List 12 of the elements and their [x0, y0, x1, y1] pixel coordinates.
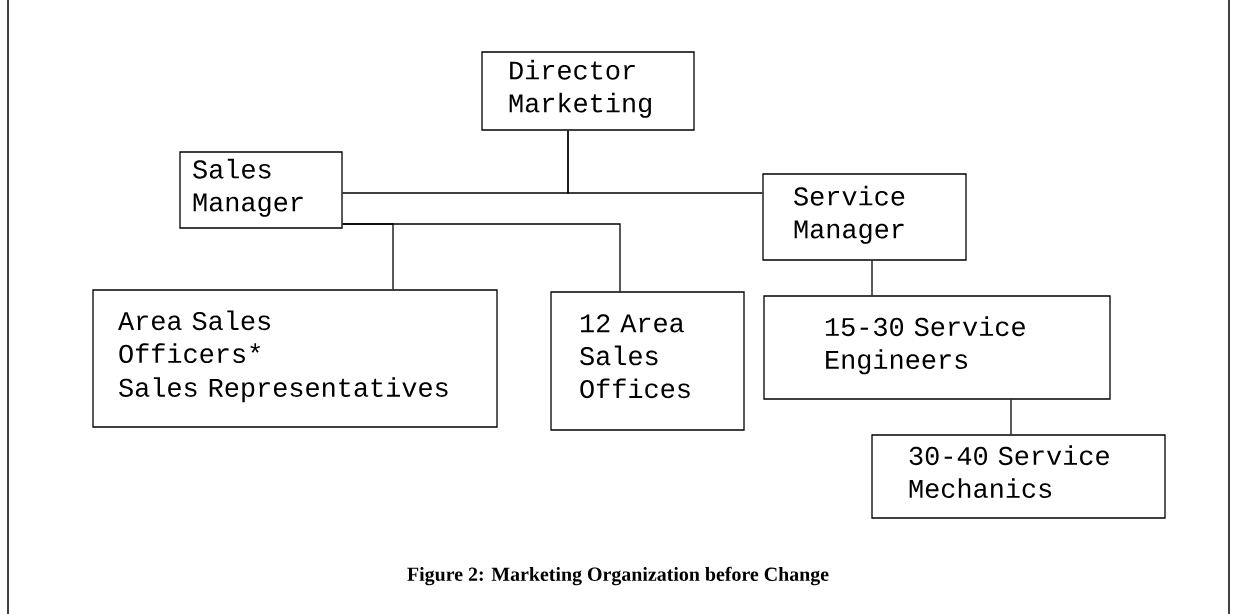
connector-line — [342, 223, 621, 292]
figure-caption: Figure 2: Marketing Organization before Change — [407, 566, 829, 586]
connector-line — [567, 130, 763, 194]
org-box: 15-30 Service Engineers — [763, 295, 1111, 400]
connector-line — [1010, 399, 1012, 435]
org-box: 12 Area Sales Offices — [550, 291, 745, 431]
org-box: Sales Manager — [179, 151, 343, 229]
org-box: 30-40 Service Mechanics — [871, 434, 1166, 519]
org-box: Service Manager — [762, 173, 967, 261]
org-box: Area Sales Officers* Sales Representatives — [92, 289, 498, 428]
org-box: Director Marketing — [481, 51, 695, 131]
connector-line — [871, 260, 873, 296]
